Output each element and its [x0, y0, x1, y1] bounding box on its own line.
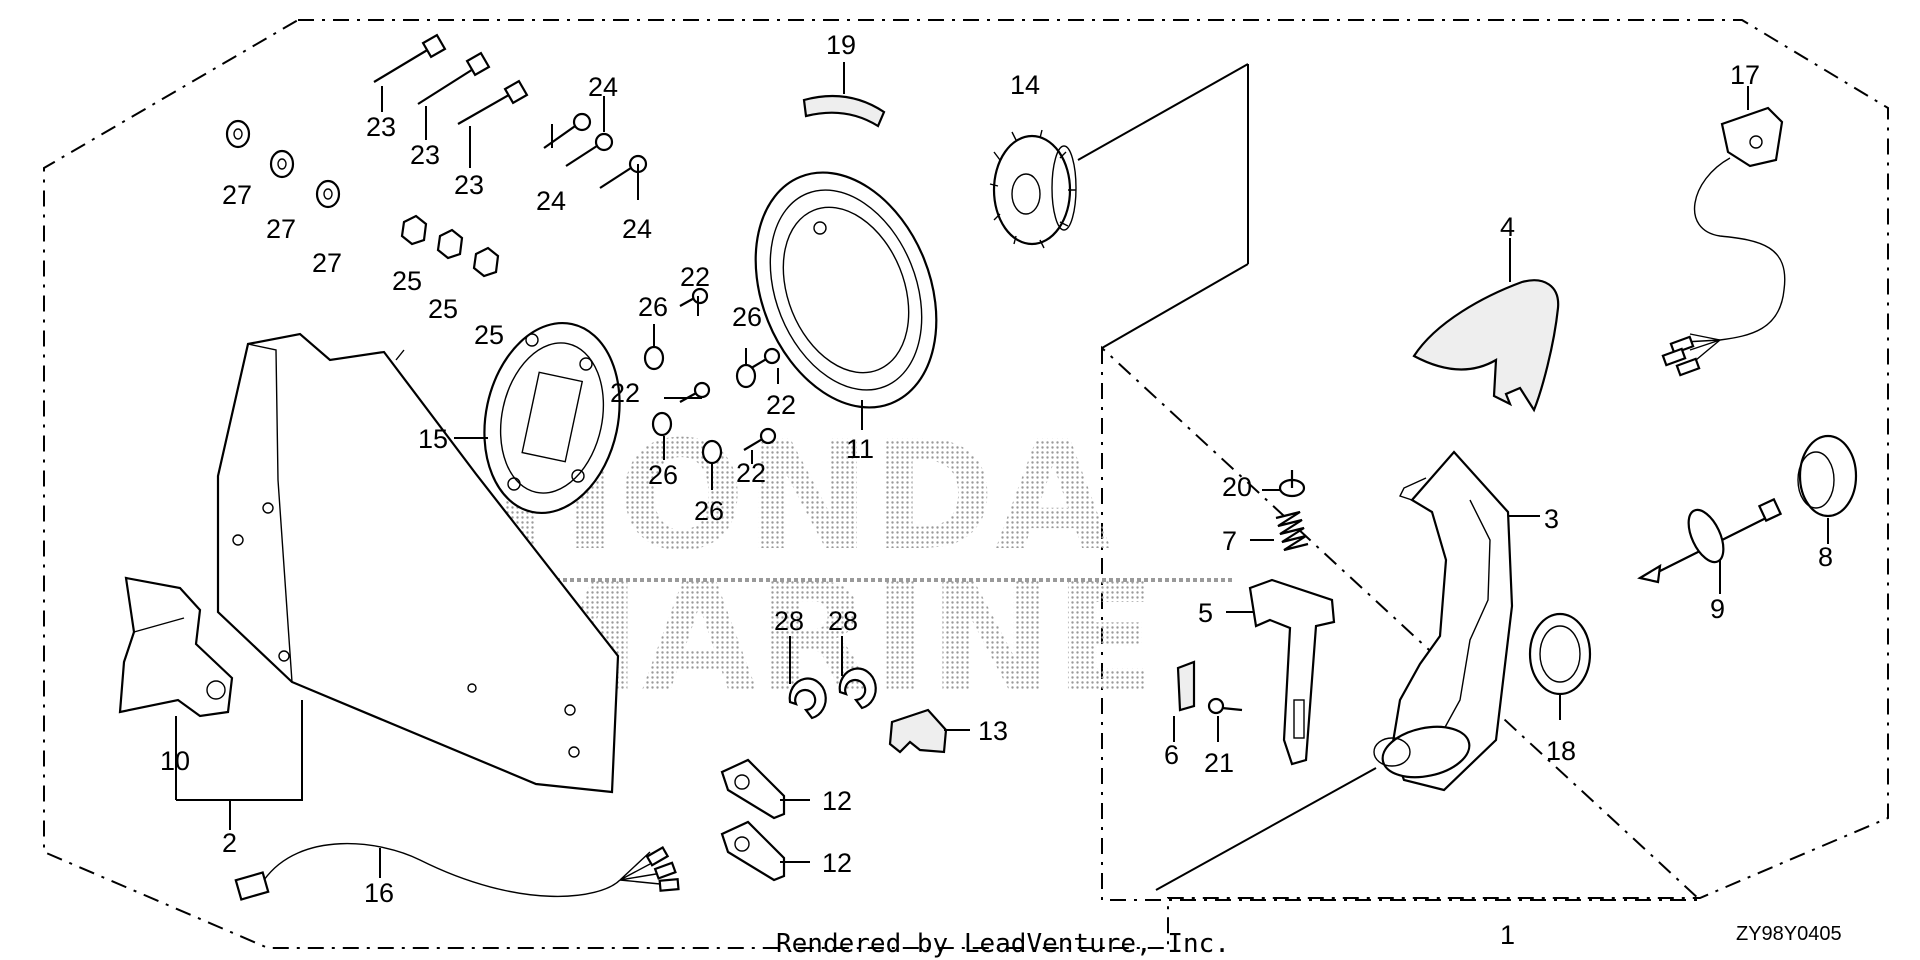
callout-14: 14 — [1010, 70, 1040, 100]
callout-9: 9 — [1710, 594, 1725, 624]
callout-25a: 25 — [392, 266, 422, 296]
callout-23b: 23 — [410, 140, 440, 170]
gear-ring — [754, 171, 938, 409]
switch-harness — [1661, 106, 1786, 377]
callout-10: 10 — [160, 746, 190, 776]
screw-21 — [1207, 697, 1243, 715]
callout-22d: 22 — [736, 458, 766, 488]
callout-27b: 27 — [266, 214, 296, 244]
assembly-boundary — [43, 19, 1889, 949]
callout-24c: 24 — [622, 214, 652, 244]
callout-19: 19 — [826, 30, 856, 60]
callout-22a: 22 — [680, 262, 710, 292]
callout-15: 15 — [418, 424, 448, 454]
arc-piece — [802, 94, 886, 128]
callout-6: 6 — [1164, 740, 1179, 770]
callout-25b: 25 — [428, 294, 458, 324]
callout-labels: 1 2 3 4 5 6 7 8 9 10 11 12 12 13 14 15 1… — [160, 30, 1833, 950]
small-bolt-20 — [1278, 470, 1306, 498]
clips-28 — [788, 667, 877, 720]
callout-23a: 23 — [366, 112, 396, 142]
knob-cap — [1797, 434, 1858, 518]
callout-22b: 22 — [610, 378, 640, 408]
wire-harness — [234, 843, 680, 901]
callout-7: 7 — [1222, 526, 1237, 556]
diagram-code: ZY98Y0405 — [1736, 923, 1842, 945]
sub-assembly-boundary — [1101, 345, 1703, 901]
callout-26b: 26 — [732, 302, 762, 332]
spring — [1275, 510, 1309, 552]
callout-12b: 12 — [822, 848, 852, 878]
pin-6 — [1176, 660, 1196, 712]
washers-27 — [225, 119, 341, 209]
control-lever — [1373, 450, 1514, 792]
callout-3: 3 — [1544, 504, 1559, 534]
callout-13: 13 — [978, 716, 1008, 746]
drum-disc — [483, 322, 621, 514]
callout-17: 17 — [1730, 60, 1760, 90]
callout-26d: 26 — [694, 496, 724, 526]
callout-25c: 25 — [474, 320, 504, 350]
credit-text: Rendered by LeadVenture, Inc. — [776, 929, 1230, 959]
callout-22c: 22 — [766, 390, 796, 420]
callout-26c: 26 — [648, 460, 678, 490]
callout-8: 8 — [1818, 542, 1833, 572]
washers-26 — [643, 345, 757, 465]
remote-control-box — [216, 332, 620, 794]
lever-cover — [1412, 279, 1560, 413]
o-ring — [1528, 612, 1592, 696]
callout-24a: 24 — [588, 72, 618, 102]
link-plates — [720, 758, 786, 882]
callout-4: 4 — [1500, 212, 1515, 242]
callout-28a: 28 — [774, 606, 804, 636]
cover-plate — [118, 576, 234, 718]
lever-5 — [1248, 578, 1336, 766]
callout-18: 18 — [1546, 736, 1576, 766]
callout-21: 21 — [1204, 748, 1234, 778]
clip-block — [888, 708, 948, 754]
screws-22 — [679, 287, 781, 451]
callout-20: 20 — [1222, 472, 1252, 502]
pinion-gear — [989, 129, 1077, 249]
callout-11: 11 — [846, 434, 874, 464]
callout-1: 1 — [1500, 920, 1515, 950]
callout-27c: 27 — [312, 248, 342, 278]
callout-23c: 23 — [454, 170, 484, 200]
callout-5: 5 — [1198, 598, 1213, 628]
callout-16: 16 — [364, 878, 394, 908]
callout-28b: 28 — [828, 606, 858, 636]
nuts-25 — [400, 214, 500, 278]
callout-27a: 27 — [222, 180, 252, 210]
bolts-23 — [373, 33, 529, 125]
callout-24b: 24 — [536, 186, 566, 216]
screws-24 — [543, 112, 648, 189]
callout-12a: 12 — [822, 786, 852, 816]
callout-26a: 26 — [638, 292, 668, 322]
shaft — [1637, 497, 1783, 584]
callout-2: 2 — [222, 828, 237, 858]
